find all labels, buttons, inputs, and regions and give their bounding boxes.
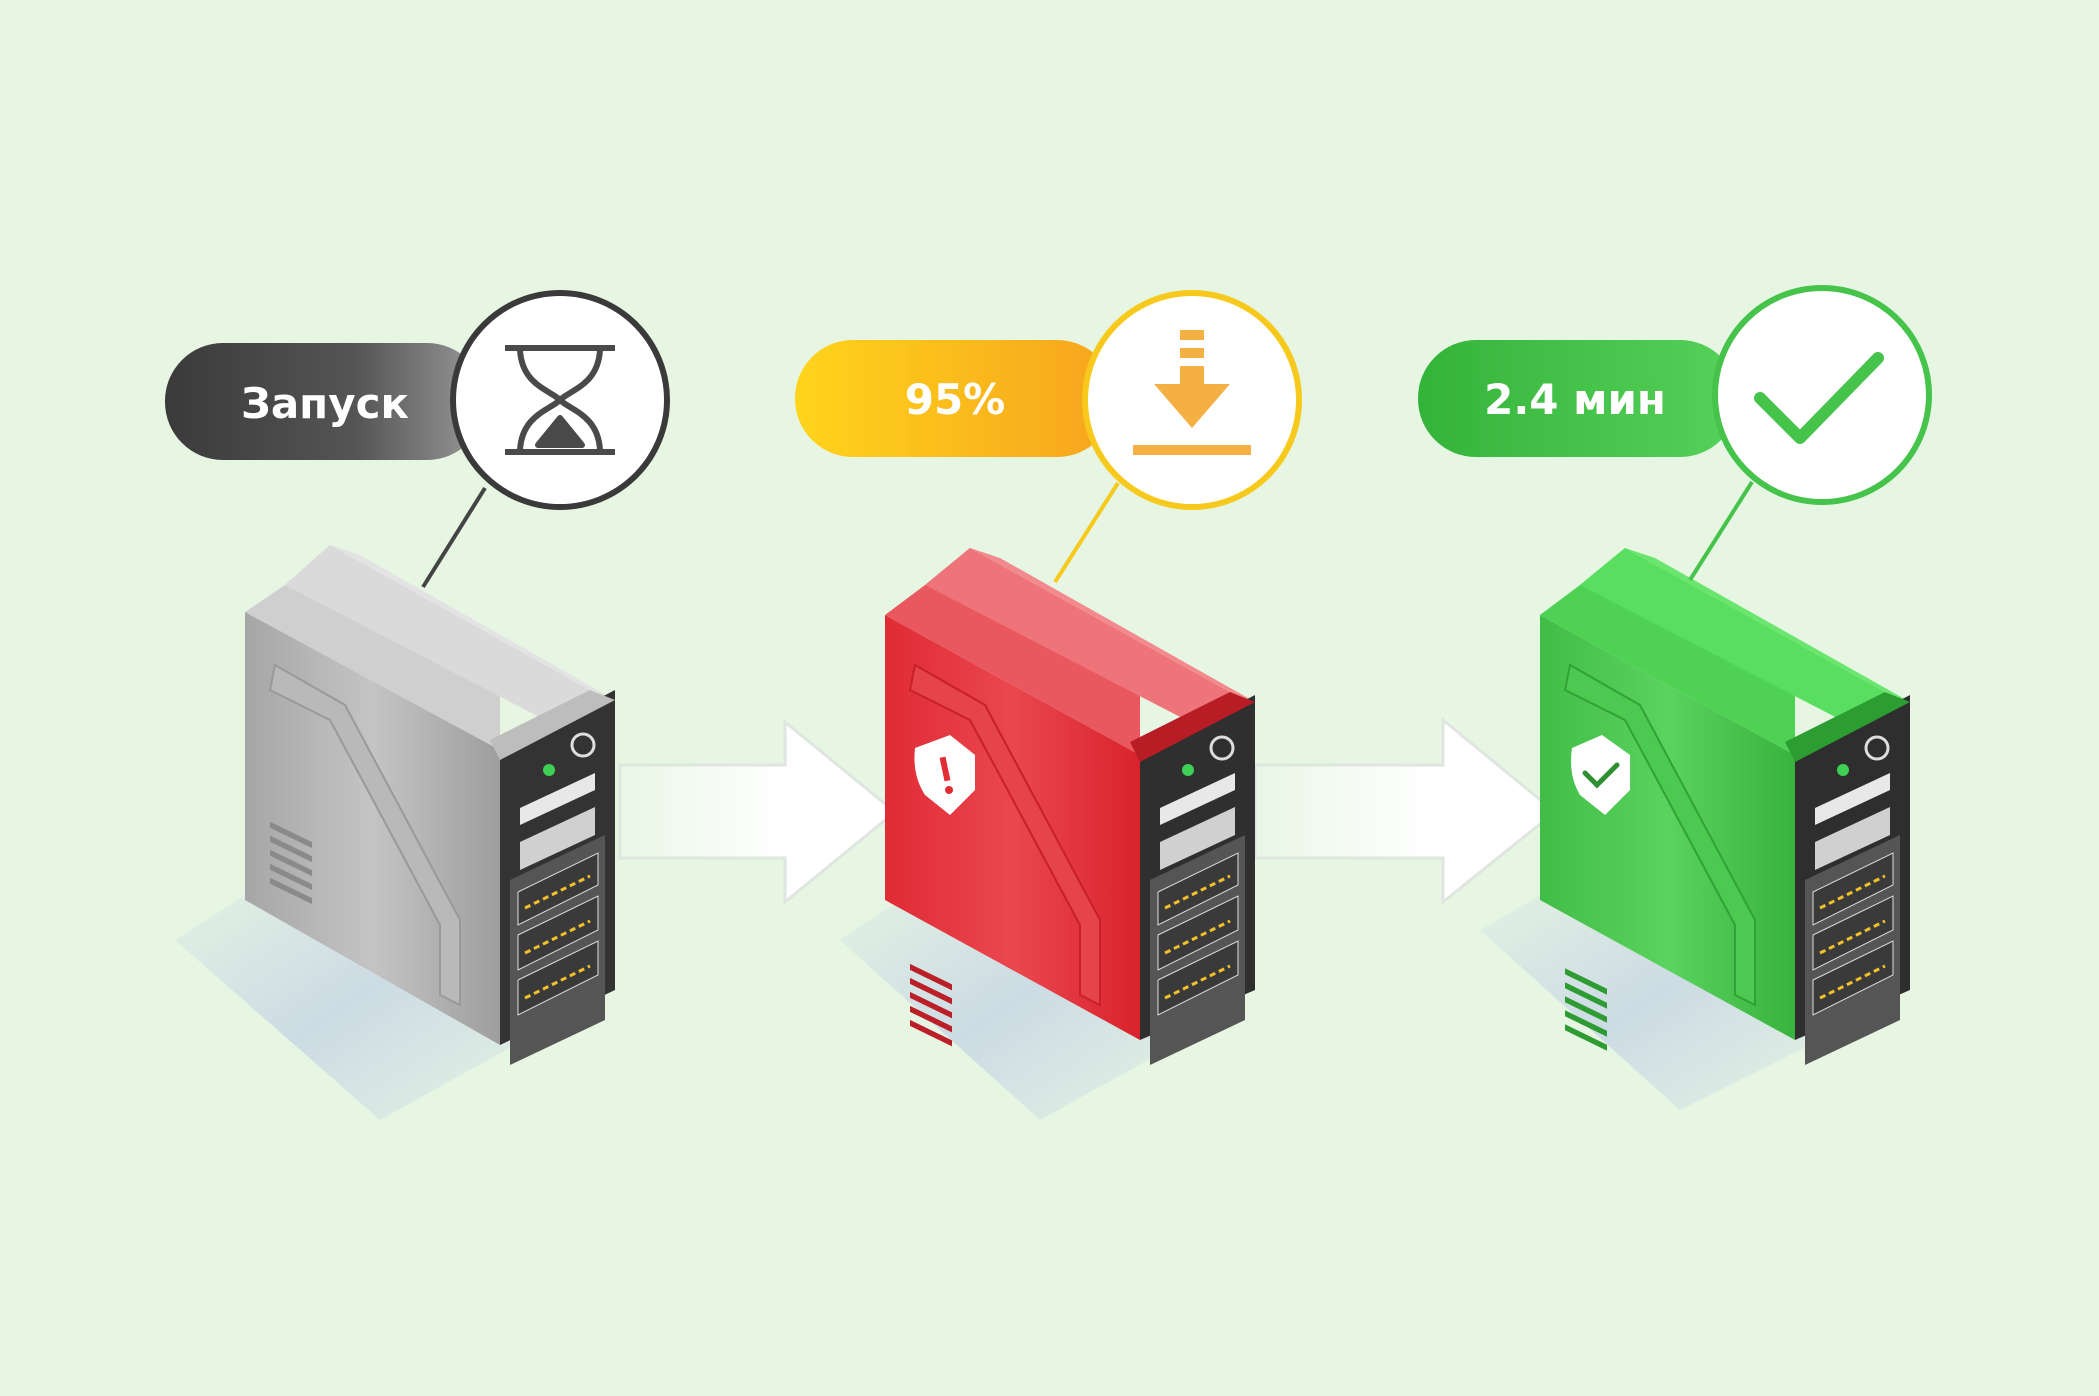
status-pill-start: Запуск [165,343,485,460]
time-label: 2.4 мин [1484,375,1666,424]
server-start [175,486,615,1120]
alert-shield-icon [914,735,975,815]
download-badge [1082,290,1302,510]
server-done [1480,480,1910,1110]
status-label: Запуск [241,379,409,428]
download-icon [1133,330,1251,455]
check-shield-icon [1571,735,1630,815]
arrow-right-icon [618,718,898,906]
arrow-right-icon [1253,716,1558,906]
status-pill-done: 2.4 мин [1418,340,1738,457]
hourglass-badge [450,290,670,510]
server-download [840,481,1255,1120]
hourglass-icon [505,345,615,455]
status-pill-download: 95% [795,340,1115,457]
progress-label: 95% [905,375,1006,424]
checkmark-icon [1754,352,1884,444]
checkmark-badge [1712,285,1932,505]
